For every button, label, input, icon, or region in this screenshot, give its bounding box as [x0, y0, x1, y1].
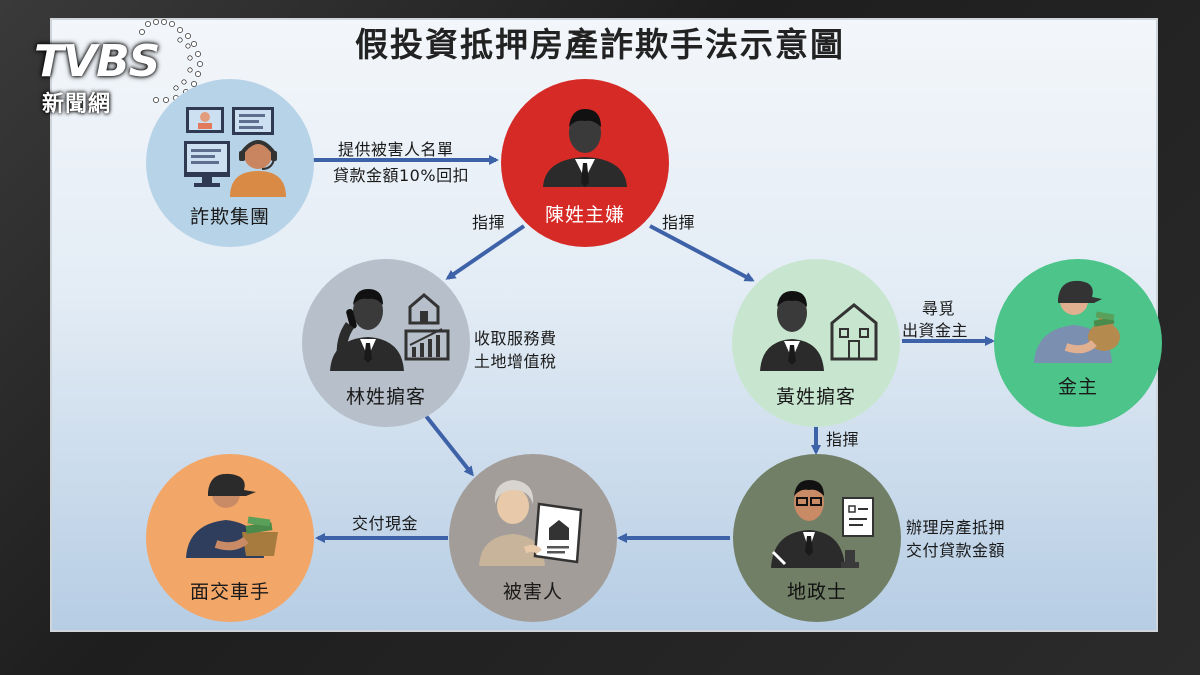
edge-label-financier-line1: 尋覓 — [922, 299, 956, 318]
edge-label-financier-line2: 出資金主 — [902, 321, 969, 340]
notary-signing-icon — [771, 480, 874, 568]
diagram-title: 假投資抵押房產詐欺手法示意圖 — [355, 25, 845, 64]
cash-courier-icon — [186, 473, 278, 558]
edge-label-notary-line2: 交付貸款金額 — [906, 541, 1006, 560]
node-lin: 林姓掮客 — [302, 259, 470, 427]
logo-subtitle: 新聞網 — [42, 92, 112, 117]
logo-dots-icon — [139, 19, 203, 103]
call-center-icon — [184, 107, 286, 197]
logo-brand: TVBS — [34, 36, 160, 87]
edge-label-lin-fee-line2: 土地增值稅 — [474, 352, 557, 371]
node-courier: 面交車手 — [146, 454, 314, 622]
edge-label-notary-line1: 辦理房產抵押 — [906, 518, 1006, 537]
edge-label-list-line1: 提供被害人名單 — [338, 140, 454, 159]
arrow-lin-to-victim — [424, 414, 474, 477]
node-label-notary: 地政士 — [786, 581, 847, 603]
edge-label-chen-to-huang: 指揮 — [662, 213, 696, 232]
node-label-scam-group: 詐欺集團 — [189, 206, 270, 228]
node-financier: 金主 — [994, 259, 1162, 427]
node-label-victim: 被害人 — [502, 581, 563, 603]
node-label-chen: 陳姓主嫌 — [544, 204, 625, 226]
businessman-icon — [543, 109, 627, 187]
tvbs-logo: TVBS 新聞網 — [30, 14, 210, 117]
phone-broker-icon — [330, 289, 450, 371]
node-label-courier: 面交車手 — [189, 581, 270, 603]
node-notary: 地政士 — [733, 454, 901, 622]
elderly-woman-deed-icon — [479, 480, 583, 566]
money-bag-man-icon — [1034, 280, 1120, 363]
arrow-chen-to-huang — [649, 224, 755, 282]
node-scam-group: 詐欺集團 — [146, 79, 314, 247]
node-huang: 黃姓掮客 — [732, 259, 900, 427]
edge-label-huang-to-notary: 指揮 — [826, 430, 860, 449]
node-chen: 陳姓主嫌 — [501, 79, 669, 247]
node-label-financier: 金主 — [1057, 376, 1098, 398]
node-label-huang: 黃姓掮客 — [775, 386, 856, 408]
edge-label-lin-fee-line1: 收取服務費 — [474, 329, 557, 348]
node-label-lin: 林姓掮客 — [345, 386, 426, 408]
edge-label-chen-to-lin: 指揮 — [472, 213, 506, 232]
edge-label-list-line2: 貸款金額10%回扣 — [333, 166, 470, 185]
node-victim: 被害人 — [449, 454, 617, 622]
arrow-chen-to-lin — [445, 224, 526, 280]
broker-house-icon — [760, 291, 878, 371]
edge-label-victim-to-courier: 交付現金 — [352, 514, 419, 533]
